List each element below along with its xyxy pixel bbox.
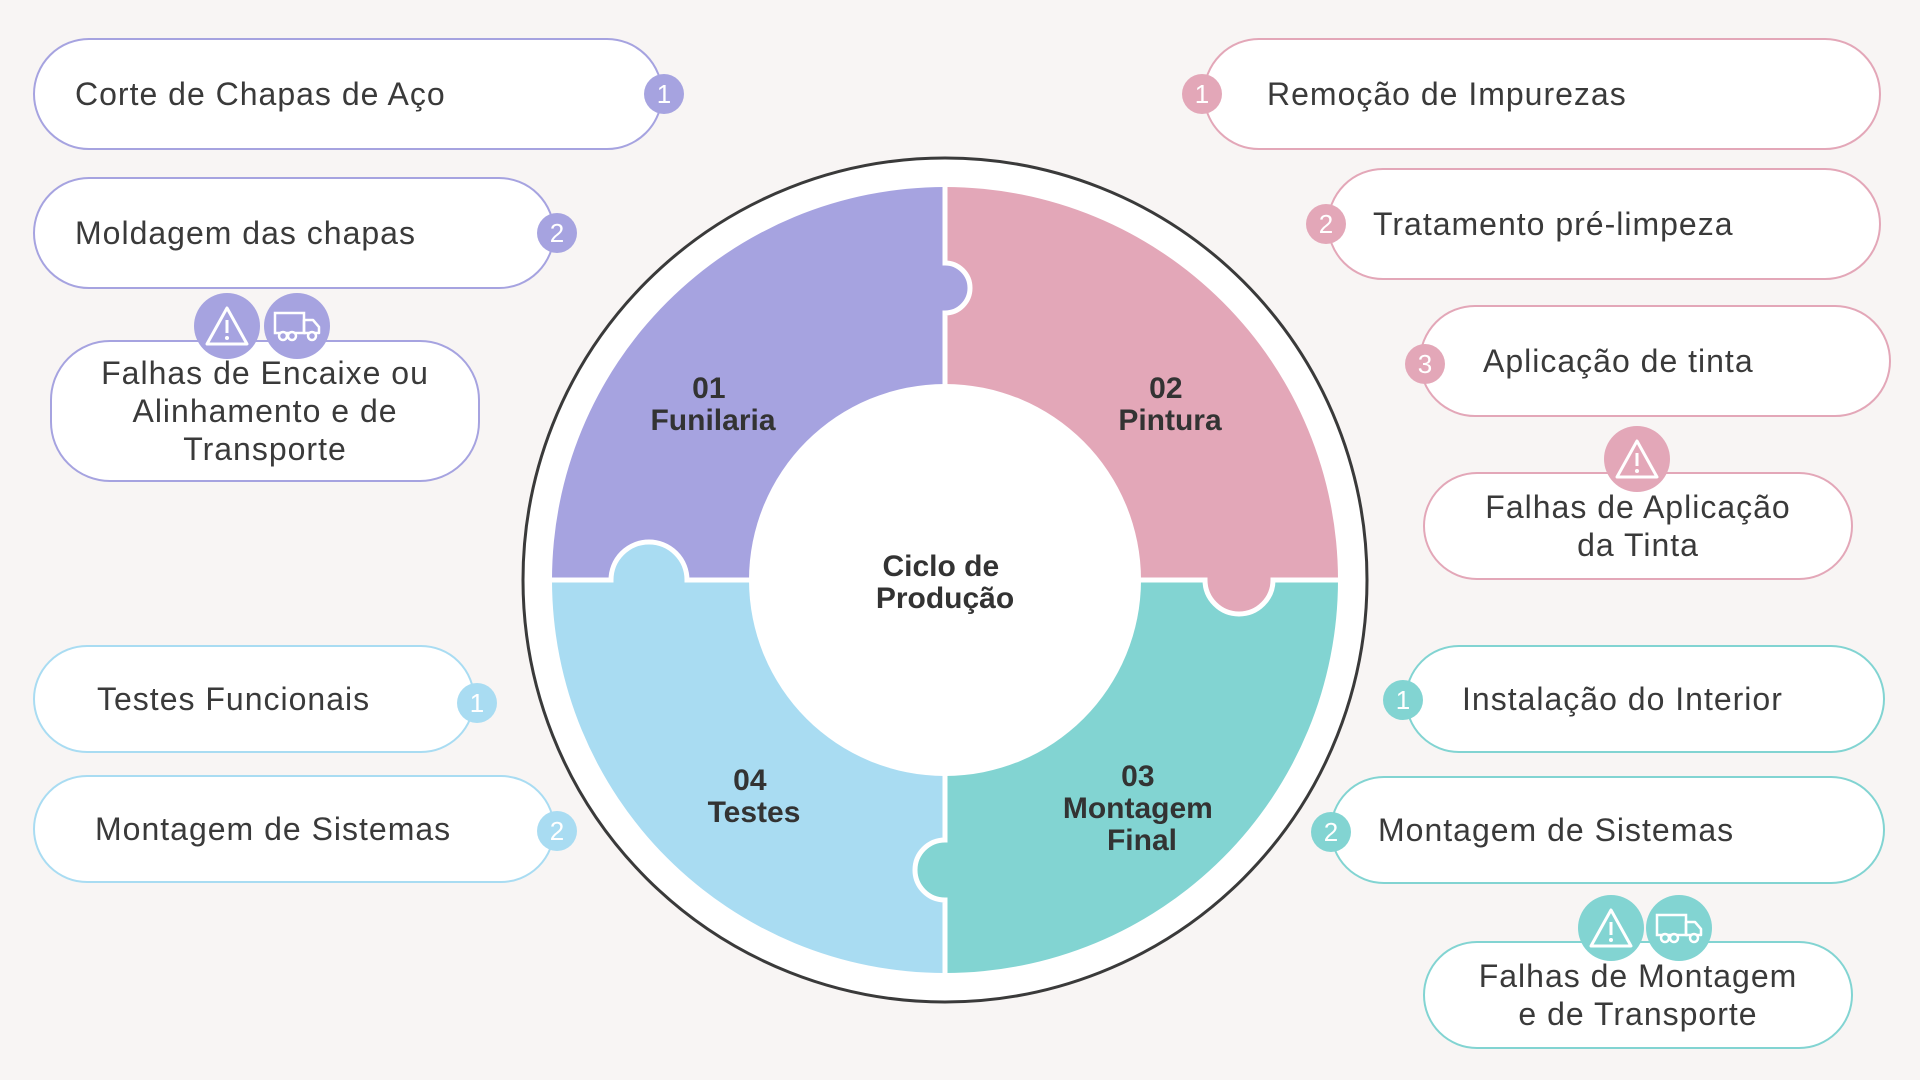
- quadrant-label-testes: 04 Testes: [708, 764, 801, 829]
- quadrant-montagem-final: [915, 580, 1338, 973]
- montagem-step-1-label: Instalação do Interior: [1462, 680, 1783, 717]
- montagem-step-1-badge: 1: [1383, 680, 1423, 720]
- warning-icon: [1578, 895, 1644, 961]
- testes-step-2-label: Montagem de Sistemas: [95, 810, 452, 847]
- pintura-failure-line-2: da Tinta: [1577, 527, 1699, 563]
- pintura-step-3-badge: 3: [1405, 344, 1445, 384]
- center-label: Ciclo de Produção: [876, 550, 1014, 615]
- quadrant-label-pintura: 02 Pintura: [1118, 372, 1222, 437]
- pintura-step-2-badge: 2: [1306, 204, 1346, 244]
- funilaria-failure-line-1: Falhas de Encaixe ou: [101, 355, 429, 391]
- pintura-step-3: Aplicação de tinta: [1419, 305, 1891, 417]
- funilaria-failure-box: Falhas de Encaixe ou Alinhamento e de Tr…: [50, 340, 480, 482]
- montagem-failure-line-2: e de Transporte: [1518, 996, 1758, 1032]
- testes-step-2: Montagem de Sistemas: [33, 775, 555, 883]
- quadrant-label-montagem-final: 03 Montagem Final: [1063, 760, 1221, 857]
- funilaria-step-2-label: Moldagem das chapas: [75, 214, 416, 251]
- montagem-step-2-label: Montagem de Sistemas: [1378, 811, 1735, 848]
- quadrant-label-funilaria: 01 Funilaria: [650, 372, 775, 437]
- quadrant-testes: [552, 542, 945, 973]
- montagem-failure-box: Falhas de Montagem e de Transporte: [1423, 941, 1853, 1049]
- testes-step-1: Testes Funcionais: [33, 645, 475, 753]
- funilaria-failure-line-2: Alinhamento e de: [132, 393, 398, 429]
- truck-icon: [1646, 895, 1712, 961]
- center-hub: [749, 384, 1141, 776]
- puzzle-seams: [552, 187, 1338, 973]
- warning-icon: [194, 293, 260, 359]
- montagem-failure-line-1: Falhas de Montagem: [1478, 958, 1798, 994]
- pintura-step-3-label: Aplicação de tinta: [1483, 342, 1754, 379]
- testes-step-2-badge: 2: [537, 811, 577, 851]
- funilaria-step-2: Moldagem das chapas: [33, 177, 555, 289]
- funilaria-step-1-badge: 1: [644, 74, 684, 114]
- pintura-failure-line-1: Falhas de Aplicação: [1485, 489, 1791, 525]
- montagem-step-2: Montagem de Sistemas: [1330, 776, 1885, 884]
- truck-icon: [264, 293, 330, 359]
- funilaria-failure-line-3: Transporte: [183, 431, 347, 467]
- montagem-step-1: Instalação do Interior: [1405, 645, 1885, 753]
- pintura-step-1: Remoção de Impurezas: [1203, 38, 1881, 150]
- montagem-step-2-badge: 2: [1311, 812, 1351, 852]
- testes-step-1-label: Testes Funcionais: [97, 680, 371, 717]
- quadrant-pintura: [945, 187, 1338, 614]
- warning-icon: [1604, 426, 1670, 492]
- pintura-step-1-badge: 1: [1182, 74, 1222, 114]
- pintura-step-2: Tratamento pré-limpeza: [1327, 168, 1881, 280]
- funilaria-step-1: Corte de Chapas de Aço: [33, 38, 663, 150]
- funilaria-step-1-label: Corte de Chapas de Aço: [75, 75, 446, 112]
- testes-step-1-badge: 1: [457, 683, 497, 723]
- pintura-step-1-label: Remoção de Impurezas: [1267, 75, 1627, 112]
- pintura-step-2-label: Tratamento pré-limpeza: [1373, 205, 1734, 242]
- quadrant-funilaria: [552, 187, 970, 580]
- funilaria-step-2-badge: 2: [537, 213, 577, 253]
